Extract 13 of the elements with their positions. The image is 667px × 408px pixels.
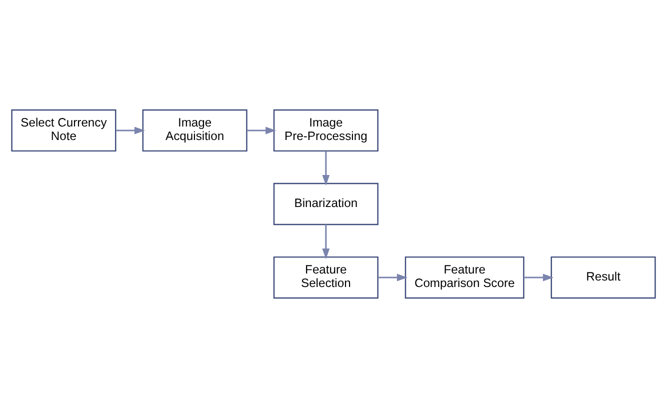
arrow bbox=[322, 150, 330, 186]
arrow bbox=[524, 274, 554, 282]
node-box: Result bbox=[550, 256, 656, 299]
node-box: Feature Comparison Score bbox=[404, 256, 524, 299]
node-box: Image Acquisition bbox=[142, 109, 248, 152]
node-box: Feature Selection bbox=[273, 256, 378, 299]
arrow bbox=[116, 126, 146, 134]
node-box: Select Currency Note bbox=[11, 109, 116, 152]
arrow bbox=[322, 224, 330, 260]
arrow bbox=[378, 274, 408, 282]
arrow bbox=[247, 126, 276, 134]
node-box: Image Pre-Processing bbox=[273, 109, 378, 152]
node-box: Binarization bbox=[273, 182, 378, 226]
